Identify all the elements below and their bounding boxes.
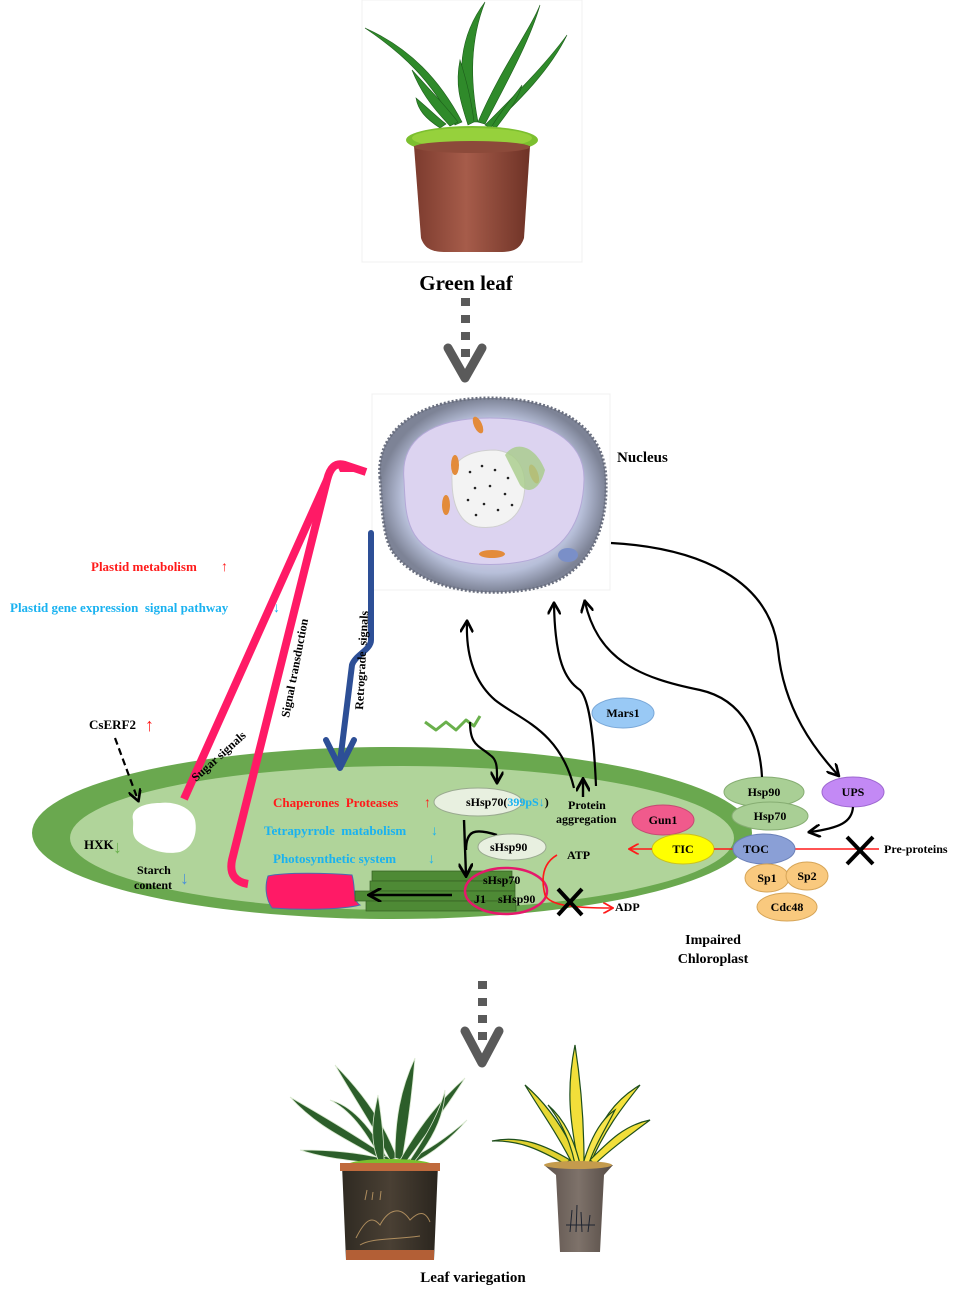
arrow-icon	[468, 721, 497, 782]
gray-dotted-arrow-top	[443, 298, 487, 383]
adp-label: ADP	[615, 900, 640, 914]
blocked-x-icon	[556, 887, 584, 917]
retrograde-signal-arrow	[323, 530, 374, 771]
starch-label-line2: content	[134, 878, 172, 892]
cdc48-label: Cdc48	[771, 900, 804, 914]
atp-hydrolysis-arrow	[542, 854, 612, 908]
arrow-icon	[554, 604, 598, 787]
gray-dotted-arrow-bottom	[460, 981, 504, 1068]
complex-j1-label: J1	[474, 892, 486, 906]
ups-label: UPS	[842, 785, 865, 799]
up-arrow-icon: ↑	[221, 560, 228, 575]
starch-granule	[132, 802, 196, 853]
toc-label: TOC	[743, 842, 769, 856]
yellow-variegated-plant-photo	[491, 1044, 651, 1252]
chaperones-proteases-label: Chaperones Proteases	[273, 795, 398, 810]
signal-transduction-arrow-tip	[336, 463, 366, 472]
damaged-thylakoid	[265, 872, 362, 910]
complex-shsp70-label: sHsp70	[483, 873, 520, 887]
impaired-chloroplast-caption-line2: Chloroplast	[678, 952, 749, 967]
nucleus-label: Nucleus	[617, 450, 668, 466]
plastid-metabolism-label: Plastid metabolism	[91, 559, 197, 574]
down-arrow-icon: ↓	[113, 837, 122, 857]
cell-illustration	[371, 393, 611, 594]
arrow-icon	[467, 622, 576, 789]
hsp70-node	[731, 801, 809, 831]
green-plant-photo	[361, 0, 583, 263]
hsp90-label: Hsp90	[748, 785, 781, 799]
tetrapyrrole-label: Tetrapyrrole matabolism	[264, 823, 406, 838]
pre-proteins-label: Pre-proteins	[884, 842, 948, 856]
shsp70-399ps-label: sHsp70(399pS↓)	[451, 795, 558, 809]
mars1-node	[591, 697, 655, 729]
leaf-variegation-caption: Leaf variegation	[420, 1270, 526, 1286]
up-arrow-icon: ↑	[424, 796, 431, 811]
hsp70-label: Hsp70	[754, 809, 787, 823]
blocked-x-icon	[845, 835, 875, 866]
protein-aggregation-line2: aggregation	[556, 812, 617, 826]
gun1-label: Gun1	[649, 813, 678, 827]
shsp90-label: sHsp90	[490, 840, 527, 854]
gun1-node	[631, 804, 695, 836]
sp1-label: Sp1	[757, 871, 776, 885]
impaired-chloroplast-caption-line1: Impaired	[685, 933, 741, 948]
arrow-icon	[810, 806, 855, 832]
dashed-arrow-icon	[113, 737, 138, 800]
protein-aggregation-line1: Protein	[568, 798, 606, 812]
down-arrow-icon: ↓	[428, 852, 435, 867]
shsp90-node	[477, 833, 547, 861]
mars1-label: Mars1	[606, 706, 639, 720]
starch-label-line1: Starch	[137, 863, 171, 877]
green-variegated-plant-photo	[289, 1057, 468, 1260]
down-arrow-icon: ↓	[431, 824, 438, 839]
green-leaf-caption: Green leaf	[419, 271, 514, 295]
arrow-icon	[610, 541, 838, 775]
down-arrow-icon: ↓	[180, 868, 189, 888]
retrograde-signals-label: Retrograde signals	[352, 610, 371, 710]
arrow-icon	[585, 602, 764, 778]
polypeptide-icon	[424, 715, 482, 732]
plastid-gene-expression-label: Plastid gene expression signal pathway	[10, 600, 229, 615]
connector-line	[464, 830, 498, 851]
cdc48-node	[756, 892, 818, 922]
cserf2-label: CsERF2	[89, 717, 136, 732]
sp2-node	[785, 861, 829, 891]
sp2-label: Sp2	[797, 869, 816, 883]
down-arrow-icon: ↓	[273, 601, 280, 616]
photosynthetic-system-label: Photosynthetic system	[273, 851, 396, 866]
chaperone-complex-ring	[463, 866, 549, 916]
shsp70-399ps-node	[433, 787, 523, 817]
atp-label: ATP	[567, 848, 590, 862]
hxk-label: HXK	[84, 837, 115, 852]
complex-shsp90-label: sHsp90	[498, 892, 535, 906]
nucleus-feedback-arrows	[467, 541, 838, 789]
up-arrow-icon: ↑	[145, 715, 154, 735]
tic-label: TIC	[672, 842, 693, 856]
